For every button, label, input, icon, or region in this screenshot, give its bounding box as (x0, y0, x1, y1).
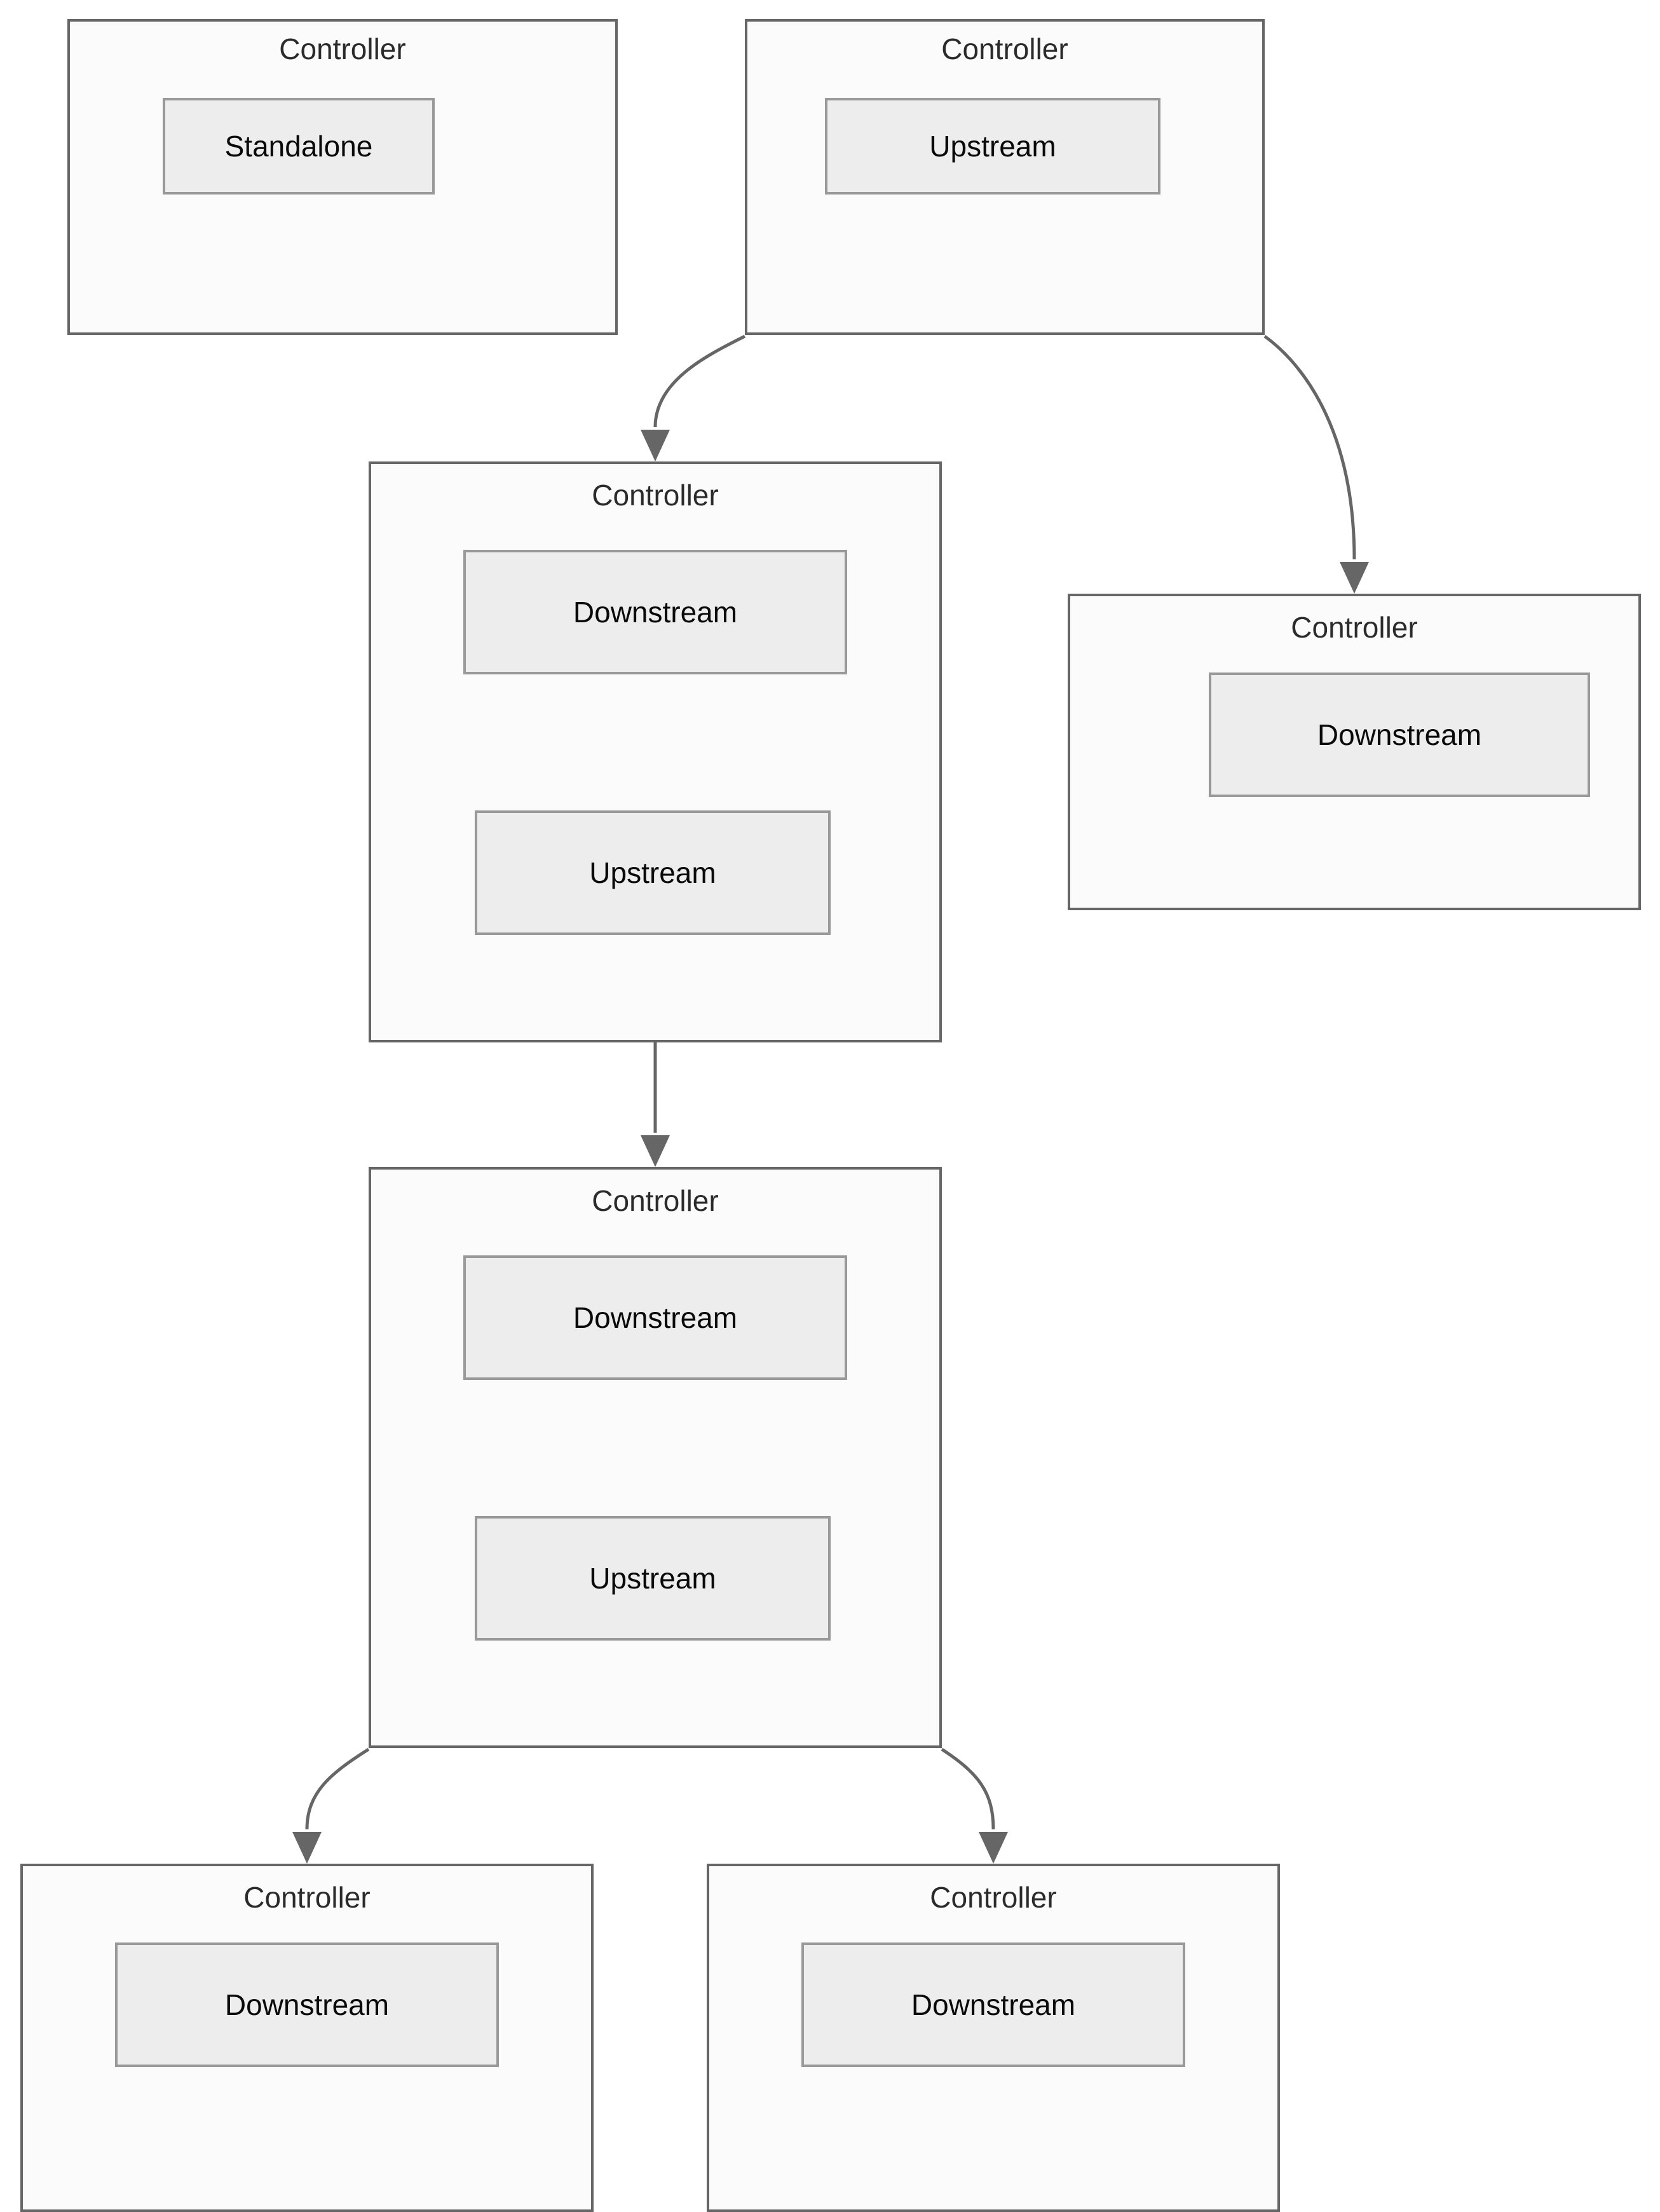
controller-leaf-right[interactable]: Controller Downstream (1068, 594, 1641, 910)
role-downstream-mid-2[interactable]: Downstream (463, 1255, 847, 1380)
edge-mid-1-to-mid-2 (641, 1042, 670, 1167)
role-label: Standalone (224, 130, 373, 163)
controller-mid-2[interactable]: Controller Downstream Upstream (369, 1167, 942, 1748)
role-upstream-mid-2[interactable]: Upstream (475, 1516, 831, 1641)
edge-root-to-leaf-right (1263, 334, 1369, 594)
role-upstream-mid-1[interactable]: Upstream (475, 810, 831, 935)
controller-title: Controller (592, 1184, 719, 1217)
controller-title: Controller (243, 1881, 371, 1914)
controller-leaf-bottom-right[interactable]: Controller Downstream (707, 1864, 1280, 2212)
controller-title: Controller (1291, 611, 1418, 644)
edge-root-to-mid-1 (641, 334, 746, 461)
role-upstream-root[interactable]: Upstream (825, 98, 1160, 195)
role-label: Downstream (911, 1988, 1076, 2021)
role-label: Upstream (589, 856, 716, 889)
role-label: Upstream (929, 130, 1056, 163)
role-downstream-bottom-left[interactable]: Downstream (115, 1942, 499, 2067)
role-label: Downstream (573, 596, 738, 629)
role-label: Downstream (1317, 718, 1482, 751)
edge-mid-2-to-bottom-right (941, 1747, 1008, 1864)
role-label: Downstream (573, 1301, 738, 1334)
role-downstream-mid-1[interactable]: Downstream (463, 550, 847, 674)
controller-standalone[interactable]: Controller Standalone (67, 19, 618, 335)
controller-title: Controller (279, 32, 406, 65)
controller-title: Controller (592, 479, 719, 512)
role-standalone[interactable]: Standalone (163, 98, 435, 195)
role-downstream-bottom-right[interactable]: Downstream (801, 1942, 1185, 2067)
edge-mid-2-to-bottom-left (292, 1747, 370, 1864)
role-label: Upstream (589, 1562, 716, 1595)
controller-root-upstream[interactable]: Controller Upstream (745, 19, 1265, 335)
controller-leaf-bottom-left[interactable]: Controller Downstream (20, 1864, 594, 2212)
controller-mid-1[interactable]: Controller Downstream Upstream (369, 461, 942, 1042)
role-downstream-leaf-right[interactable]: Downstream (1209, 672, 1590, 797)
role-label: Downstream (224, 1988, 390, 2021)
controller-title: Controller (930, 1881, 1057, 1914)
controller-title: Controller (941, 32, 1068, 65)
